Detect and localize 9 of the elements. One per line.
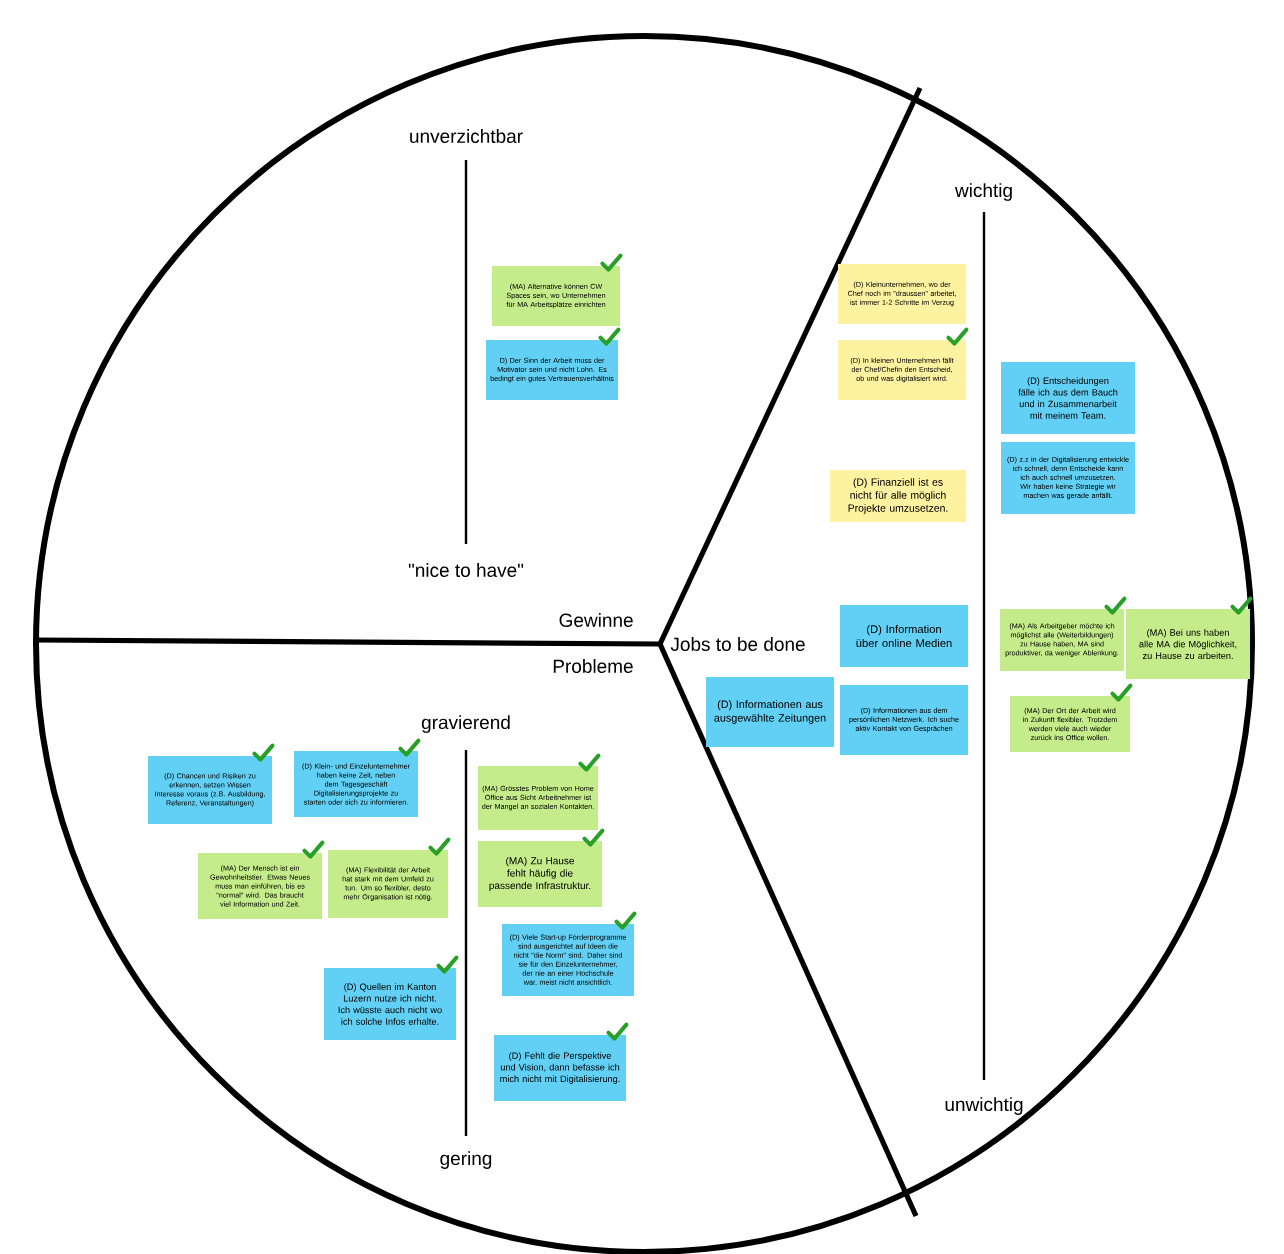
axis-label: Jobs to be done: [670, 637, 805, 651]
axis-label: wichtig: [954, 183, 1012, 201]
axis-label: unverzichtbar: [410, 129, 523, 143]
axis-label: gering: [440, 1151, 492, 1169]
axis-label: "nice to have": [408, 563, 524, 577]
axis-label: Probleme: [553, 659, 633, 673]
axis-label: gravierend: [421, 715, 510, 733]
axis-label: unwichtig: [945, 1097, 1023, 1115]
axis-label: Gewinne: [559, 613, 633, 627]
